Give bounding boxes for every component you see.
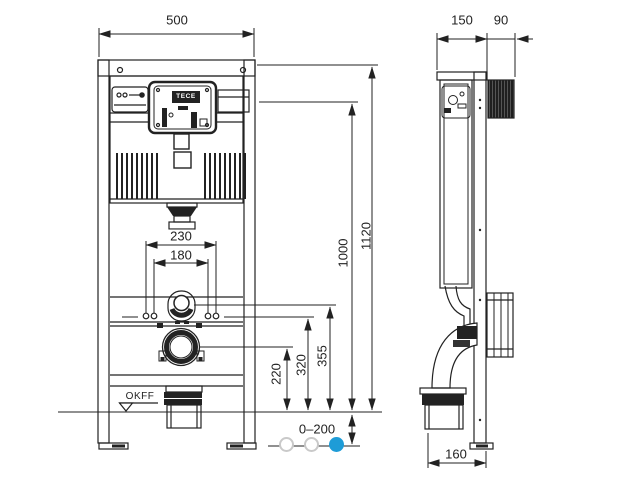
left-grille [116,153,158,199]
dim-floor-adjust-range: 0–200 [296,421,338,437]
floor-level-label: OKFF [125,391,155,402]
brand-logo: TECE [176,92,196,100]
gallery-dot-2[interactable] [304,437,319,452]
gallery-dots [279,437,344,452]
side-view [419,71,515,450]
floor-level-symbol [118,402,158,412]
gallery-dot-1[interactable] [279,437,294,452]
brand-logo-plate [172,91,200,103]
flush-bend-center [173,294,190,312]
dimension-linework [58,28,533,468]
dim-flush-bend-height: 355 [314,345,330,367]
dim-frame-height: 1120 [358,222,374,250]
dim-fixing-outer: 230 [168,228,194,244]
dim-inner-height: 1000 [335,238,351,268]
gallery-dot-3[interactable] [329,437,344,452]
dim-fixing-inner: 180 [168,247,194,263]
flush-plate-box [487,79,515,119]
dim-front-protrusion: 90 [491,12,511,28]
dim-frame-depth: 150 [449,12,475,28]
front-view [97,59,257,450]
dim-drain-offset: 160 [443,446,469,462]
dim-drain-height: 220 [268,363,284,385]
dim-frame-width: 500 [164,12,190,28]
right-grille [204,153,246,199]
dim-fixing-height: 320 [293,354,309,376]
